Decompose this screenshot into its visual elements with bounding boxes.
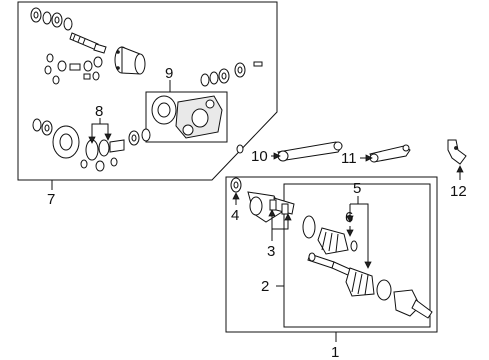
bottom-seal-row [128,128,244,154]
callout-7: 7 [47,191,55,208]
lower-seal-row [32,118,53,136]
inner-seal-part [230,177,242,193]
halfshaft-outer-frame [225,176,438,333]
callout-4: 4 [231,207,239,224]
callout-2: 2 [261,278,269,295]
clamp-ring [302,215,316,239]
outer-boot [345,267,392,301]
axle-shaft [307,252,353,277]
differential-case [52,125,80,159]
leader-arrowheads [88,133,464,269]
halfshaft-inner-frame [283,183,431,328]
pinion-shaft [69,32,107,54]
carrier-housing-box [145,91,228,143]
callout-12: 12 [450,183,467,200]
callout-9: 9 [165,65,173,82]
callout-11: 11 [341,150,357,167]
sensor-part-12 [447,139,467,165]
shim-seal-row [30,7,73,31]
differential-assembly-group [17,1,278,181]
differential-assembly-frame [17,1,278,181]
companion-flange [114,46,146,75]
flange-bolt-pair [269,199,289,215]
callout-8: 8 [95,103,103,120]
stabilizer-link-part-10 [276,141,343,162]
callout-labels: 1 2 3 4 5 6 7 8 9 10 11 12 [47,65,467,360]
outer-cv-joint [393,289,433,319]
carrier-housing-frame [145,91,228,143]
halfshaft-assembly-group [225,176,438,333]
callout-6: 6 [345,209,353,226]
inner-boot-kit [317,227,358,255]
link-arm-part-11 [369,144,411,163]
callout-1: 1 [331,344,339,360]
axle-seal-row [200,61,263,87]
bearing-cluster [44,53,103,85]
side-gear-set [80,139,125,172]
callout-10: 10 [251,148,268,165]
callout-3: 3 [267,243,275,260]
callout-5: 5 [353,180,361,197]
